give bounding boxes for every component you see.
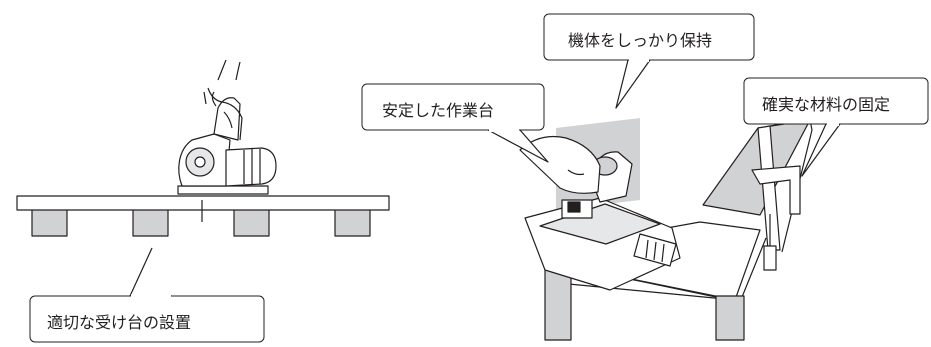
callout-hold-firmly: 機体をしっかり保持	[568, 31, 713, 50]
support-block	[31, 207, 68, 237]
support-block	[132, 207, 169, 237]
workbench-leg	[544, 267, 572, 341]
callout-leader-clamp	[801, 123, 841, 177]
callout-secure-clamping: 確実な材料の固定	[762, 95, 891, 114]
callout-leader-bench	[487, 129, 549, 163]
workpiece-board	[16, 195, 390, 211]
support-block	[334, 207, 371, 237]
circular-saw-side-view	[177, 59, 277, 222]
support-block	[233, 207, 270, 237]
left-illustration	[16, 59, 390, 297]
callout-leader-hold	[615, 59, 651, 109]
callout-stable-workbench: 安定した作業台	[382, 101, 495, 120]
callout-support-placement: 適切な受け台の設置	[47, 313, 192, 332]
callout-box-bench	[361, 83, 545, 131]
circular-saw-top-view	[519, 135, 681, 291]
workbench-leg	[715, 295, 745, 341]
clamp-icon	[751, 165, 801, 271]
right-illustration	[487, 59, 841, 341]
callout-leader-left	[129, 247, 172, 297]
